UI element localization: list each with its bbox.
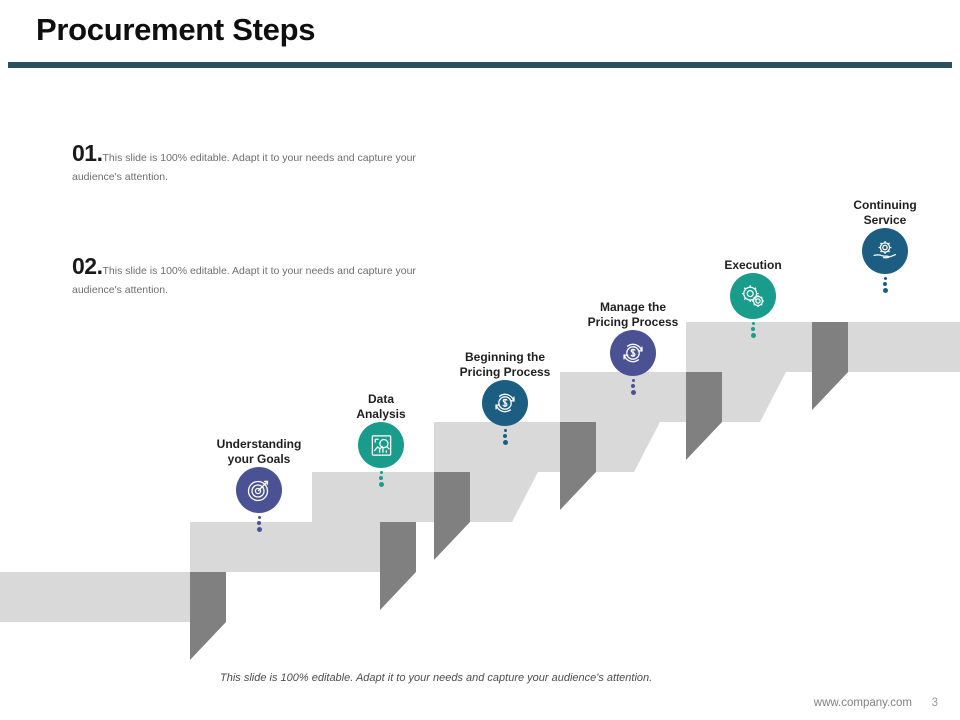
title-divider: [8, 62, 952, 68]
text-block-01-number: 01.: [72, 140, 103, 166]
text-block-02: 02.This slide is 100% editable. Adapt it…: [72, 253, 452, 298]
footer-note: This slide is 100% editable. Adapt it to…: [220, 672, 653, 684]
step-pin-tail-6: [862, 277, 908, 295]
step-label-6: Continuing Service: [853, 198, 917, 227]
step-node-1[interactable]: Understanding your Goals: [174, 437, 344, 534]
page-number: 3: [931, 697, 938, 709]
step-label-5: Execution: [724, 258, 782, 272]
text-block-01: 01.This slide is 100% editable. Adapt it…: [72, 140, 452, 185]
step-node-4[interactable]: Manage the Pricing Process: [548, 300, 718, 397]
step-pin-circle-3: [482, 380, 528, 426]
stair-step-1: [0, 572, 226, 660]
stair-step-2: [190, 522, 416, 610]
step-pin-tail-5: [730, 322, 776, 340]
step-node-2[interactable]: Data Analysis: [296, 392, 466, 489]
step-pin-5[interactable]: [730, 273, 776, 340]
step-pin-circle-6: [862, 228, 908, 274]
step-pin-4[interactable]: [610, 330, 656, 397]
step-node-5[interactable]: Execution: [668, 258, 838, 340]
text-block-02-number: 02.: [72, 253, 103, 279]
step-node-6[interactable]: Continuing Service: [800, 198, 960, 295]
step-pin-2[interactable]: [358, 422, 404, 489]
hand-gear-icon: [873, 241, 897, 259]
step-pin-circle-1: [236, 467, 282, 513]
step-label-3: Beginning the Pricing Process: [459, 350, 551, 379]
step-pin-tail-4: [610, 379, 656, 397]
step-label-1: Understanding your Goals: [216, 437, 302, 466]
step-pin-3[interactable]: [482, 380, 528, 447]
text-block-02-body: This slide is 100% editable. Adapt it to…: [72, 265, 416, 296]
target-arrow-icon: [247, 480, 269, 502]
dollar-cycle-icon: [495, 393, 515, 413]
page-title: Procurement Steps: [36, 12, 316, 47]
step-pin-circle-2: [358, 422, 404, 468]
step-label-2: Data Analysis: [356, 392, 406, 421]
gears-icon: [741, 285, 764, 307]
step-node-3[interactable]: Beginning the Pricing Process: [420, 350, 590, 447]
step-pin-circle-4: [610, 330, 656, 376]
step-pin-tail-2: [358, 471, 404, 489]
step-label-4: Manage the Pricing Process: [587, 300, 679, 329]
footer-url[interactable]: www.company.com: [813, 697, 912, 709]
step-pin-1[interactable]: [236, 467, 282, 534]
step-pin-tail-1: [236, 516, 282, 534]
text-block-01-body: This slide is 100% editable. Adapt it to…: [72, 152, 416, 183]
document-magnifier-analysis-icon: [371, 434, 391, 456]
step-pin-6[interactable]: [862, 228, 908, 295]
step-pin-tail-3: [482, 429, 528, 447]
dollar-cycle-icon: [623, 343, 643, 363]
step-pin-circle-5: [730, 273, 776, 319]
